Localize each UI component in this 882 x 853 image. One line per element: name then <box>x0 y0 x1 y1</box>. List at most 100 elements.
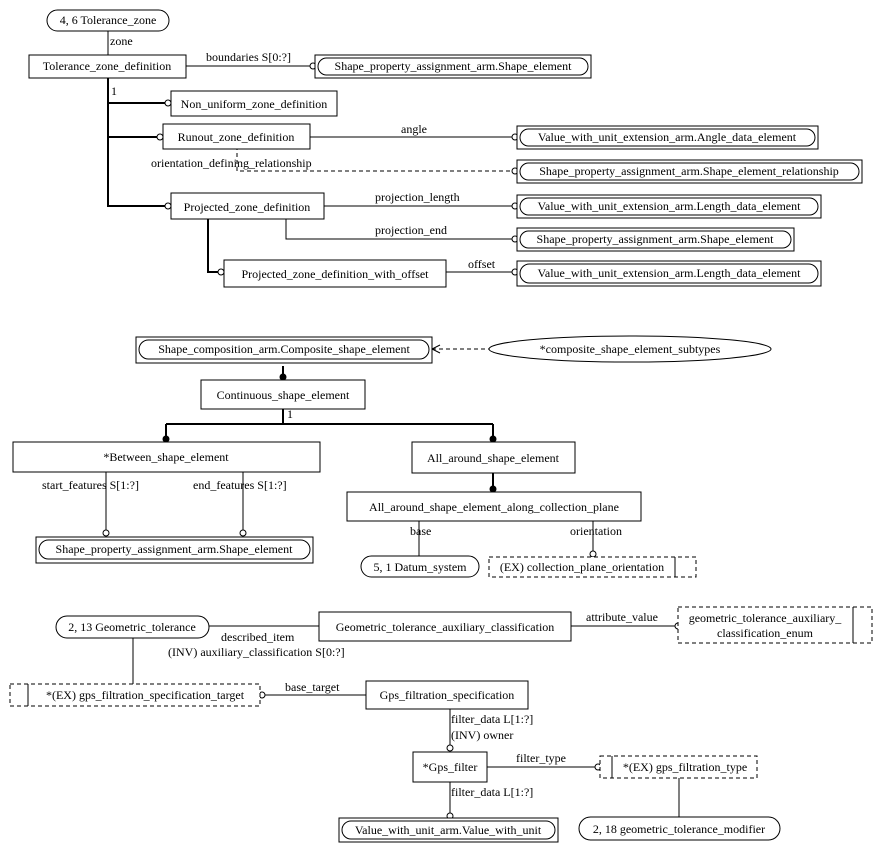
shape-element-box-3[interactable]: Shape_property_assignment_arm.Shape_elem… <box>35 536 314 564</box>
offset-subtype-end-circle <box>217 268 225 276</box>
between-shape-element-label: *Between_shape_element <box>103 450 229 464</box>
subtype-branch-offset <box>207 219 218 273</box>
continuous-shape-element[interactable]: Continuous_shape_element <box>200 379 366 410</box>
gps-filtration-type[interactable]: *(EX) gps_filtration_type <box>599 755 758 779</box>
projected-end-circle <box>164 202 172 210</box>
runout-zone-definition[interactable]: Runout_zone_definition <box>162 123 311 150</box>
section-geometric-tolerance: 2, 13 Geometric_tolerance Geometric_tole… <box>9 606 873 843</box>
base-target-label: base_target <box>285 680 340 694</box>
projection-end-link <box>285 219 512 240</box>
value-with-unit-box[interactable]: Value_with_unit_arm.Value_with_unit <box>338 817 559 843</box>
composite-shape-element-subtypes-label: *composite_shape_element_subtypes <box>540 342 721 356</box>
projection-end-label: projection_end <box>375 223 447 237</box>
subtype-tree-1 <box>107 78 166 207</box>
shape-element-box-2[interactable]: Shape_property_assignment_arm.Shape_elem… <box>516 227 795 252</box>
projected-zone-definition-with-offset-label: Projected_zone_definition_with_offset <box>241 267 429 281</box>
filter-data-label-1: filter_data L[1:?] <box>451 712 533 726</box>
orientation-label: orientation <box>570 524 622 538</box>
datum-system-ref-label: 5, 1 Datum_system <box>374 560 468 574</box>
length-data-element-box-1[interactable]: Value_with_unit_extension_arm.Length_dat… <box>516 194 822 219</box>
cardinality-1b: 1 <box>287 407 293 421</box>
tolerance-zone-definition-label: Tolerance_zone_definition <box>43 59 171 73</box>
all-around-shape-element-label: All_around_shape_element <box>427 451 560 465</box>
shape-element-box-2-label: Shape_property_assignment_arm.Shape_elem… <box>537 232 775 246</box>
composite-shape-element-subtypes[interactable]: *composite_shape_element_subtypes <box>488 335 772 363</box>
shape-element-box-1[interactable]: Shape_property_assignment_arm.Shape_elem… <box>314 54 592 79</box>
all-around-along-plane-label: All_around_shape_element_along_collectio… <box>369 500 619 514</box>
all-around-along-plane[interactable]: All_around_shape_element_along_collectio… <box>346 491 642 522</box>
collection-plane-orientation[interactable]: (EX) collection_plane_orientation <box>488 556 697 578</box>
composite-shape-element-label: Shape_composition_arm.Composite_shape_el… <box>158 342 410 356</box>
orientation-relationship-link <box>236 146 512 172</box>
orientation-defining-relationship-label: orientation_defining_relationship <box>151 156 312 170</box>
gps-filtration-type-label: *(EX) gps_filtration_type <box>623 760 747 774</box>
length-data-element-1-label: Value_with_unit_extension_arm.Length_dat… <box>538 199 802 213</box>
nonuniform-end-circle <box>164 99 172 107</box>
all-around-shape-element[interactable]: All_around_shape_element <box>411 441 576 474</box>
non-uniform-zone-definition[interactable]: Non_uniform_zone_definition <box>170 90 338 117</box>
value-with-unit-label: Value_with_unit_arm.Value_with_unit <box>355 823 542 837</box>
orientation-end-circle <box>589 550 597 558</box>
end-features-end-circle <box>239 529 247 537</box>
boundaries-label: boundaries S[0:?] <box>206 50 291 64</box>
shape-element-relationship-label: Shape_property_assignment_arm.Shape_elem… <box>539 164 839 178</box>
runout-zone-definition-label: Runout_zone_definition <box>178 130 295 144</box>
gt-aux-enum-line1: geometric_tolerance_auxiliary_ <box>689 611 843 625</box>
runout-end-circle <box>156 133 164 141</box>
subtype-tree-2 <box>165 409 494 442</box>
attribute-value-label: attribute_value <box>586 610 658 624</box>
gt-auxiliary-classification-label: Geometric_tolerance_auxiliary_classifica… <box>336 620 555 634</box>
offset-label: offset <box>468 257 496 271</box>
gps-filter-label: *Gps_filter <box>423 760 478 774</box>
filter-data-end-circle-1 <box>446 744 454 752</box>
gt-auxiliary-classification-enum[interactable]: geometric_tolerance_auxiliary_ classific… <box>677 606 873 644</box>
tolerance-zone-definition[interactable]: Tolerance_zone_definition <box>28 54 187 79</box>
zone-label: zone <box>110 34 133 48</box>
gps-filter[interactable]: *Gps_filter <box>412 751 488 783</box>
projected-zone-definition-label: Projected_zone_definition <box>184 200 311 214</box>
gt-aux-enum-line2: classification_enum <box>717 626 814 640</box>
between-shape-element[interactable]: *Between_shape_element <box>12 441 321 473</box>
length-data-element-2-label: Value_with_unit_extension_arm.Length_dat… <box>538 266 802 280</box>
continuous-subtype-dot <box>279 373 287 381</box>
shape-element-relationship-box[interactable]: Shape_property_assignment_arm.Shape_elem… <box>516 159 863 184</box>
shape-element-box-1-label: Shape_property_assignment_arm.Shape_elem… <box>335 59 573 73</box>
datum-system-ref[interactable]: 5, 1 Datum_system <box>360 555 480 578</box>
gt-modifier-ref-label: 2, 18 geometric_tolerance_modifier <box>593 822 765 836</box>
inv-aux-classification-label: (INV) auxiliary_classification S[0:?] <box>168 645 345 659</box>
filter-data-label-2: filter_data L[1:?] <box>451 785 533 799</box>
gt-modifier-ref[interactable]: 2, 18 geometric_tolerance_modifier <box>578 816 781 841</box>
start-features-label: start_features S[1:?] <box>42 478 139 492</box>
angle-data-element-box[interactable]: Value_with_unit_extension_arm.Angle_data… <box>516 125 819 150</box>
projected-zone-definition-with-offset[interactable]: Projected_zone_definition_with_offset <box>223 259 447 288</box>
angle-data-element-label: Value_with_unit_extension_arm.Angle_data… <box>538 130 797 144</box>
non-uniform-zone-definition-label: Non_uniform_zone_definition <box>181 97 328 111</box>
angle-label: angle <box>401 122 427 136</box>
base-label: base <box>410 524 431 538</box>
composite-shape-element-box[interactable]: Shape_composition_arm.Composite_shape_el… <box>135 336 433 364</box>
section-composite-shape: Shape_composition_arm.Composite_shape_el… <box>12 335 772 578</box>
inv-owner-label: (INV) owner <box>451 728 513 742</box>
projection-length-label: projection_length <box>375 190 460 204</box>
described-item-label: described_item <box>221 630 295 644</box>
section-tolerance-zone: 4, 6 Tolerance_zone Tolerance_zone_defin… <box>28 9 863 288</box>
tolerance-zone-ref[interactable]: 4, 6 Tolerance_zone <box>46 9 170 32</box>
plane-subtype-dot <box>489 485 497 493</box>
tolerance-zone-ref-label: 4, 6 Tolerance_zone <box>60 13 157 27</box>
gps-filtration-specification-label: Gps_filtration_specification <box>380 688 515 702</box>
gt-auxiliary-classification[interactable]: Geometric_tolerance_auxiliary_classifica… <box>318 611 572 642</box>
cardinality-1a: 1 <box>111 84 117 98</box>
length-data-element-box-2[interactable]: Value_with_unit_extension_arm.Length_dat… <box>516 260 822 287</box>
gps-filtration-spec-target[interactable]: *(EX) gps_filtration_specification_targe… <box>9 683 261 707</box>
continuous-shape-element-label: Continuous_shape_element <box>217 388 350 402</box>
end-features-label: end_features S[1:?] <box>193 478 287 492</box>
geometric-tolerance-ref[interactable]: 2, 13 Geometric_tolerance <box>55 615 210 639</box>
gps-filtration-specification[interactable]: Gps_filtration_specification <box>365 680 529 710</box>
between-subtype-dot <box>162 435 170 443</box>
projected-zone-definition[interactable]: Projected_zone_definition <box>170 192 325 220</box>
all-around-subtype-dot <box>489 435 497 443</box>
gps-filtration-spec-target-label: *(EX) gps_filtration_specification_targe… <box>46 688 245 702</box>
geometric-tolerance-ref-label: 2, 13 Geometric_tolerance <box>68 620 196 634</box>
start-features-end-circle <box>102 529 110 537</box>
